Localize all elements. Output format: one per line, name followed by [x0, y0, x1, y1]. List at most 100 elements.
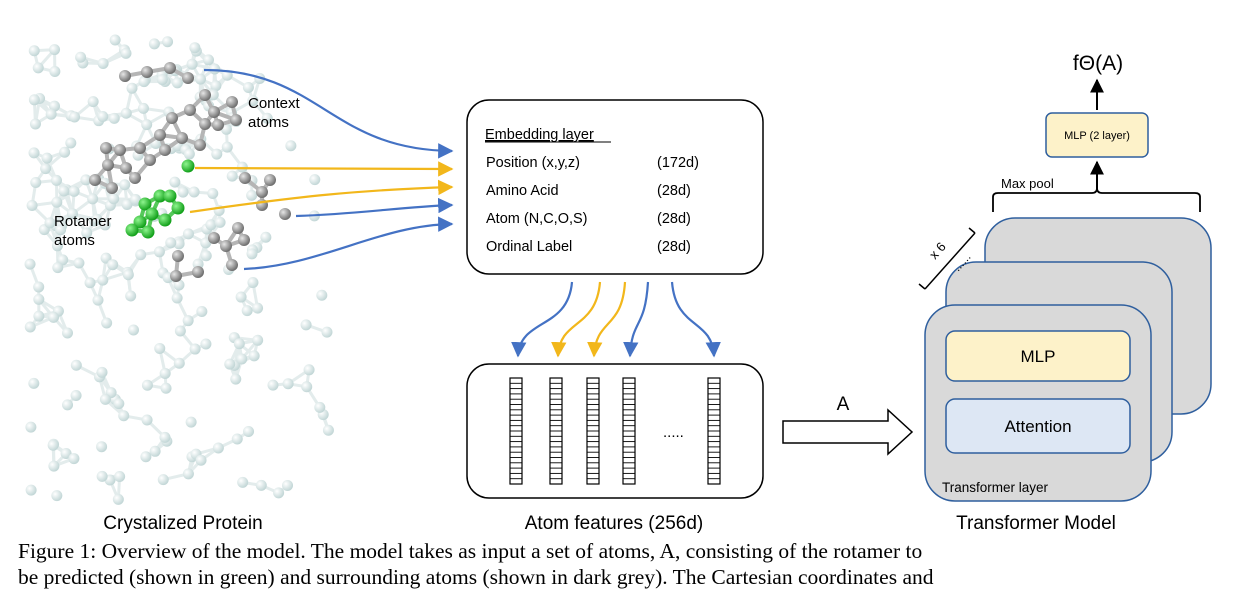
context-atom — [212, 119, 224, 131]
background-atom — [323, 425, 334, 436]
atom-features-ellipsis: ..... — [663, 424, 684, 441]
context-atom — [129, 172, 141, 184]
background-atom — [121, 108, 132, 119]
background-atom — [227, 171, 238, 182]
background-atom — [187, 59, 198, 70]
background-atom — [236, 292, 247, 303]
background-atom — [301, 319, 312, 330]
background-atom — [165, 237, 176, 248]
context-atom — [264, 174, 276, 186]
background-atom — [242, 305, 253, 316]
background-atom — [200, 339, 211, 350]
background-atom — [186, 417, 197, 428]
attention-block-label: Attention — [1004, 417, 1071, 436]
rotamer-atom — [142, 226, 155, 239]
background-atom — [51, 197, 62, 208]
context-atom — [89, 174, 101, 186]
feature-arrow-5 — [672, 282, 714, 356]
background-atom — [247, 277, 258, 288]
background-atom — [125, 290, 136, 301]
embedding-layer-heading: Embedding layer — [485, 127, 594, 143]
background-atom — [256, 480, 267, 491]
background-atom — [138, 103, 149, 114]
background-atom — [209, 63, 220, 74]
background-atom — [68, 453, 79, 464]
background-atom — [113, 494, 124, 505]
embedding-row-atom-name: Atom (N,C,O,S) — [486, 211, 588, 227]
background-atom — [30, 177, 41, 188]
context-atom — [172, 250, 184, 262]
background-atom — [98, 58, 109, 69]
background-atom — [190, 344, 201, 355]
background-atom — [184, 149, 195, 160]
background-atom — [114, 471, 125, 482]
background-atom — [27, 200, 38, 211]
background-atom — [246, 248, 257, 259]
background-atom — [88, 96, 99, 107]
background-atom — [51, 175, 62, 186]
context-atom — [226, 259, 238, 271]
embedding-row-position-dim: (172d) — [657, 155, 699, 171]
context-atom — [232, 222, 244, 234]
background-atom — [69, 112, 80, 123]
background-atom — [120, 48, 131, 59]
background-atom — [316, 290, 327, 301]
background-atom — [149, 38, 160, 49]
background-atom — [140, 451, 151, 462]
transformer-model-title: Transformer Model — [956, 513, 1116, 534]
caption-line-2: be predicted (shown in green) and surrou… — [18, 564, 1223, 590]
background-atom — [309, 174, 320, 185]
embedding-row-amino-name: Amino Acid — [486, 183, 559, 199]
background-atom — [73, 258, 84, 269]
context-atom — [100, 142, 112, 154]
background-atom — [101, 318, 112, 329]
background-atom — [160, 368, 171, 379]
background-atom — [119, 179, 130, 190]
rotamer-atoms-label-2: atoms — [54, 232, 95, 249]
background-atom — [87, 193, 98, 204]
background-atom — [97, 367, 108, 378]
background-atom — [59, 147, 70, 158]
background-atom — [142, 380, 153, 391]
mlp-block-label: MLP — [1021, 347, 1056, 366]
background-atom — [110, 35, 121, 46]
background-atom — [205, 219, 216, 230]
background-atom — [243, 426, 254, 437]
background-atom — [52, 262, 63, 273]
background-atom — [172, 77, 183, 88]
feature-arrow-4 — [630, 282, 648, 356]
background-atom — [46, 109, 57, 120]
background-atom — [49, 44, 60, 55]
background-atom — [236, 353, 247, 364]
context-atoms-label-1: Context — [248, 95, 301, 112]
background-atom — [107, 259, 118, 270]
feature-arrow-1 — [518, 282, 572, 356]
context-atom — [279, 208, 291, 220]
context-atom — [220, 240, 232, 252]
background-atom — [215, 217, 226, 228]
background-atom — [162, 36, 173, 47]
context-atom — [208, 232, 220, 244]
context-atom — [208, 106, 220, 118]
background-atom — [321, 327, 332, 338]
blue-arrow-ordinal — [244, 224, 452, 269]
context-atoms-label-2: atoms — [248, 114, 289, 131]
background-atom — [183, 468, 194, 479]
background-atom — [71, 390, 82, 401]
background-atom — [158, 474, 169, 485]
background-atom — [154, 343, 165, 354]
embedding-row-position-name: Position (x,y,z) — [486, 155, 580, 171]
background-atom — [172, 292, 183, 303]
background-atom — [161, 383, 172, 394]
background-atom — [28, 378, 39, 389]
context-atom — [114, 144, 126, 156]
background-atom — [96, 441, 107, 452]
background-atom — [62, 328, 73, 339]
context-atom — [166, 112, 178, 124]
background-atom — [108, 193, 119, 204]
background-atom — [26, 485, 37, 496]
background-atom — [301, 381, 312, 392]
background-atom — [203, 54, 214, 65]
context-atom — [239, 172, 251, 184]
embedding-row-ordinal-dim: (28d) — [657, 239, 691, 255]
